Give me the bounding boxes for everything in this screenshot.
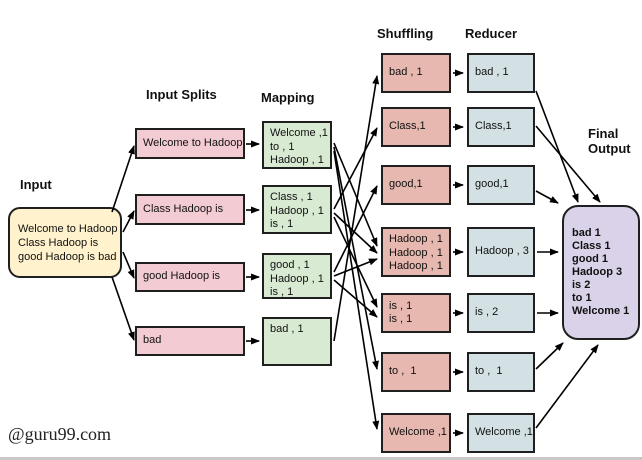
reducer-text: to , 1 <box>475 365 503 378</box>
shuffle-text: Class,1 <box>389 120 426 133</box>
input-splits-column-label: Input Splits <box>146 87 217 102</box>
shuffle-box-class: Class,1 <box>381 107 451 147</box>
map-text: is , 1 <box>270 286 294 298</box>
shuffle-text: Welcome ,1 <box>389 426 447 439</box>
map-box-3: good , 1 Hadoop , 1 is , 1 <box>262 253 332 299</box>
map-text: Hadoop , 1 <box>270 204 324 217</box>
shuffle-text: Hadoop , 1 <box>389 260 443 272</box>
split-box-bad: bad <box>135 326 245 356</box>
final-output-line: bad 1 <box>572 227 601 239</box>
map-box-4: bad , 1 <box>262 317 332 366</box>
input-column-label: Input <box>20 177 52 192</box>
reducer-box-bad: bad , 1 <box>467 53 535 93</box>
shuffle-box-welcome: Welcome ,1 <box>381 413 451 453</box>
shuffle-text: is , 1 <box>389 299 413 312</box>
shuffle-box-is: is , 1 is , 1 <box>381 293 451 333</box>
reducer-column-label: Reducer <box>465 26 518 41</box>
input-line: Welcome to Hadoop <box>18 222 118 235</box>
map-text: good , 1 <box>270 259 310 271</box>
final-output-line: Hadoop 3 <box>572 266 623 278</box>
shuffle-text: is , 1 <box>389 313 413 325</box>
input-line: Class Hadoop is <box>18 236 99 249</box>
input-line: good Hadoop is bad <box>18 250 117 263</box>
shuffle-text: good,1 <box>389 178 423 191</box>
shuffle-box-to: to , 1 <box>381 352 451 392</box>
shuffle-box-good: good,1 <box>381 165 451 205</box>
final-output-line: Welcome 1 <box>572 305 630 317</box>
reducer-text: good,1 <box>475 178 509 191</box>
reducer-text: bad , 1 <box>475 66 509 79</box>
bottom-window-edge <box>0 457 642 460</box>
reducer-text: Class,1 <box>475 120 512 133</box>
split-text: bad <box>143 334 162 347</box>
arrows-splits-to-mapping <box>246 140 260 345</box>
map-text: Hadoop , 1 <box>270 154 324 166</box>
final-output-line: good 1 <box>572 253 609 265</box>
map-box-1: Welcome ,1 to , 1 Hadoop , 1 <box>262 121 332 169</box>
shuffle-text: Hadoop , 1 <box>389 233 443 245</box>
reducer-box-good: good,1 <box>467 165 535 205</box>
split-box-welcome-to-hadoop: Welcome to Hadoop <box>135 128 245 159</box>
input-box: Welcome to Hadoop Class Hadoop is good H… <box>8 207 122 278</box>
shuffle-box-bad: bad , 1 <box>381 53 451 93</box>
split-text: Class Hadoop is <box>143 202 224 215</box>
map-text: to , 1 <box>270 140 295 153</box>
arrows-shuffling-to-reducer <box>453 69 464 437</box>
mapping-column-label: Mapping <box>261 90 315 105</box>
final-output-column-label: Final Output <box>588 126 631 156</box>
map-text: Hadoop , 1 <box>270 272 324 285</box>
shuffle-box-hadoop: Hadoop , 1 Hadoop , 1 Hadoop , 1 <box>381 227 451 277</box>
reducer-text: is , 2 <box>475 306 499 319</box>
final-output-line: to 1 <box>572 292 592 304</box>
guru99-watermark: @guru99.com <box>8 424 112 444</box>
shuffle-text: to , 1 <box>389 365 417 378</box>
reducer-text: Welcome ,1 <box>475 426 533 439</box>
map-box-2: Class , 1 Hadoop , 1 is , 1 <box>262 185 332 234</box>
split-text: good Hadoop is <box>143 270 221 283</box>
final-output-line: is 2 <box>572 279 591 291</box>
reducer-box-class: Class,1 <box>467 107 535 147</box>
split-box-good-hadoop-is: good Hadoop is <box>135 262 245 292</box>
split-text: Welcome to Hadoop <box>143 136 243 149</box>
reducer-text: Hadoop , 3 <box>475 245 529 258</box>
shuffle-text: Hadoop , 1 <box>389 246 443 259</box>
final-output-line: Class 1 <box>572 240 611 252</box>
map-text: bad , 1 <box>270 323 304 335</box>
arrows-mapping-to-shuffling <box>333 75 380 430</box>
reducer-box-welcome: Welcome ,1 <box>467 413 535 453</box>
map-text: Welcome ,1 <box>270 127 328 139</box>
map-text: Class , 1 <box>270 191 313 203</box>
reducer-box-hadoop: Hadoop , 3 <box>467 227 535 277</box>
shuffling-column-label: Shuffling <box>377 26 434 41</box>
shuffle-text: bad , 1 <box>389 66 423 79</box>
map-text: is , 1 <box>270 218 294 230</box>
reducer-box-to: to , 1 <box>467 352 535 392</box>
final-output-box: bad 1 Class 1 good 1 Hadoop 3 is 2 to 1 … <box>562 205 640 340</box>
reducer-box-is: is , 2 <box>467 293 535 333</box>
split-box-class-hadoop-is: Class Hadoop is <box>135 194 245 225</box>
